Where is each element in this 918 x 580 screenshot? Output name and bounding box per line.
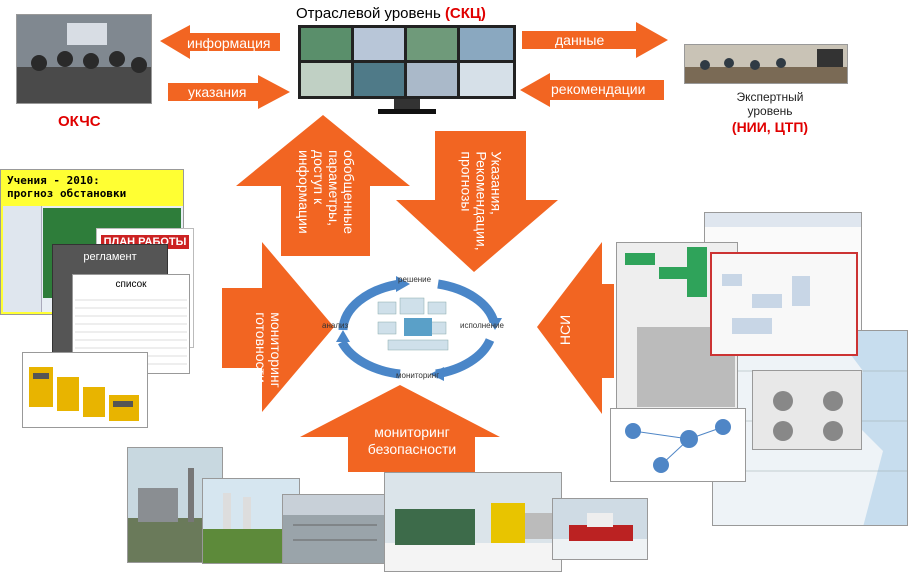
data-arrow [522,22,668,58]
instructions-arrow [168,75,290,109]
cycle-monitoring-label: мониторинг [396,371,439,380]
industrial-building-photo [282,494,386,564]
up-arrow-label: обобщенные параметры, доступ к информаци… [286,132,366,252]
equipment-photo [22,352,148,428]
recommendations-arrow-label: рекомендации [551,81,646,97]
okchs-label: ОКЧС [58,113,101,130]
left-arrow-line1: мониторинг [268,312,284,388]
control-center-monitors-image [298,25,516,115]
exercise-title-line1: Учения - 2010: [7,174,100,187]
down-arrow [396,131,558,272]
expert-level-line2: уровень [747,104,793,118]
down-arrow-line2: Рекомендации, [473,151,490,251]
up-arrow-line4: информации [296,149,312,234]
left-arrow-line2: готовности [253,312,269,383]
cycle-execution-label: исполнение [460,321,504,330]
expert-level-line1: Экспертный [736,90,804,104]
expert-meeting-photo [684,44,848,84]
list-title: список [115,279,147,290]
info-arrow-label: информация [187,35,271,51]
page-title-row: Отраслевой уровень (СКЦ) [296,5,486,22]
cycle-decision-label: решение [398,275,432,284]
site-plan [710,252,858,356]
management-cycle: решение исполнение мониторинг анализ [318,268,518,388]
bottom-arrow-line2: безопасности [367,441,457,457]
icebreaker-photo [552,498,648,560]
right-arrow [537,242,614,414]
recommendations-arrow [520,73,664,107]
down-arrow-line1: Указания, [488,151,505,215]
bottom-arrow-label: мониторинг безопасности [350,424,474,458]
meeting-photo [16,14,152,104]
data-arrow-label: данные [555,32,605,48]
info-arrow [160,25,280,59]
expert-level-code: (НИИ, ЦТП) [731,119,809,135]
instructions-arrow-label: указания [188,84,247,100]
page-title-code: (СКЦ) [444,5,486,22]
up-arrow-line2: параметры, [326,149,342,227]
left-arrow-label: мониторинг готовности [226,290,306,410]
expert-level-label: Экспертный уровень (НИИ, ЦТП) [700,90,840,134]
page-title: Отраслевой уровень [296,5,441,22]
right-arrow-label: НСИ [550,300,580,360]
up-arrow [236,115,410,256]
transport-photo [384,472,562,572]
up-arrow-line1: обобщенные [341,149,357,235]
network-diagram [610,408,746,482]
exercise-title-line2: прогноз обстановки [7,187,127,200]
right-arrow-text: НСИ [557,314,573,346]
down-arrow-line3: прогнозы [458,151,475,212]
regulation-title: регламент [83,251,137,263]
up-arrow-line3: доступ к [311,149,327,205]
cycle-analysis-label: анализ [322,321,348,330]
left-arrow [222,242,334,412]
bottom-arrow [300,385,500,472]
machinery-diagram [752,370,862,450]
down-arrow-label: Указания, Рекомендации, прогнозы [438,135,524,255]
bottom-arrow-line1: мониторинг [374,424,450,440]
